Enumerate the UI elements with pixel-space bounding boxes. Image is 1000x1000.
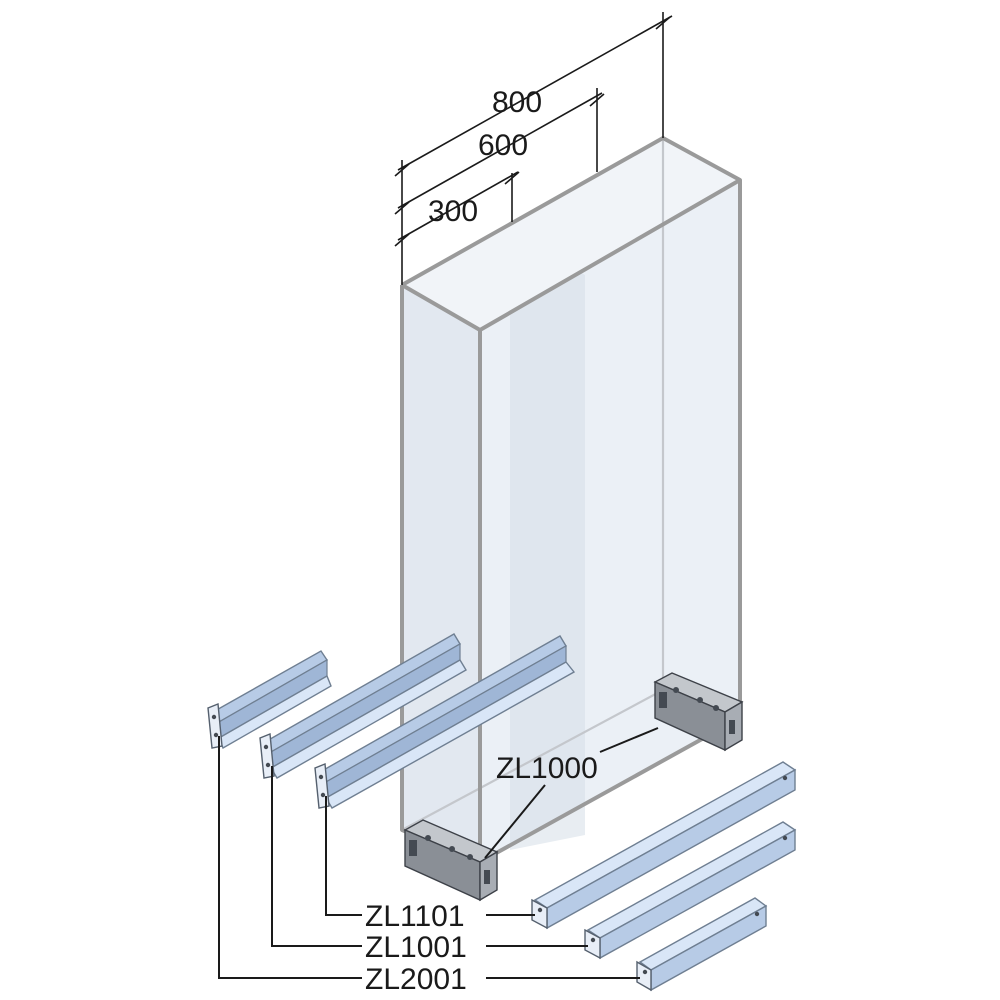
base-bracket-back <box>653 672 744 752</box>
rail-right-short <box>636 897 768 992</box>
leader-zl1000-back <box>599 727 659 753</box>
rail-right-medium <box>584 821 797 960</box>
dimension-label-300: 300 <box>428 195 478 228</box>
leader-zl1000-front <box>484 784 546 859</box>
dimension-lines: 800 600 300 <box>394 12 673 285</box>
part-label-zl2001: ZL2001 <box>365 963 467 996</box>
part-label-zl1101: ZL1101 <box>365 900 465 933</box>
dimension-label-600: 600 <box>478 129 528 162</box>
callout-leaders <box>218 736 640 979</box>
base-bracket-front <box>403 819 499 902</box>
rail-medium-zl1001 <box>259 633 467 779</box>
rail-right-long <box>531 761 797 930</box>
rail-long-zl1101 <box>314 635 576 809</box>
dimension-label-800: 800 <box>492 86 542 119</box>
part-label-zl1001: ZL1001 <box>365 931 467 964</box>
part-label-zl1000: ZL1000 <box>496 752 598 785</box>
